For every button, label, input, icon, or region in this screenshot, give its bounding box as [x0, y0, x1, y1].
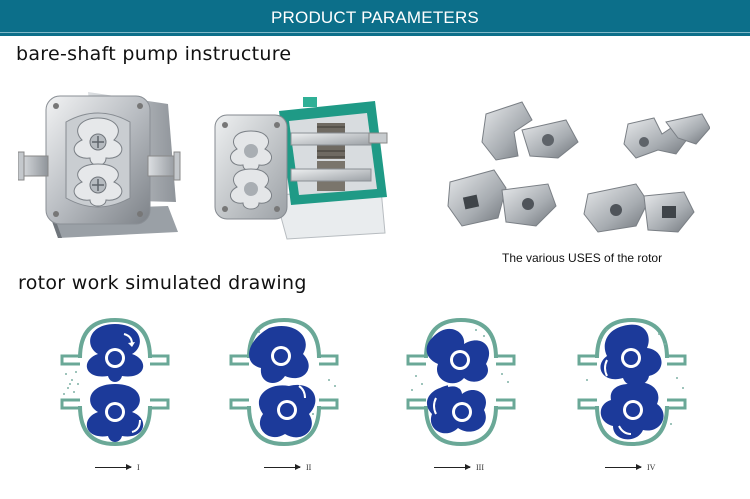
stage-4-label: IV	[647, 463, 656, 472]
pump-photo-assembled	[18, 92, 181, 238]
rotor-stage-2-diagram	[229, 317, 339, 447]
rotor-stage-3-diagram	[406, 317, 516, 447]
page-title: PRODUCT PARAMETERS	[271, 8, 479, 27]
header-banner: PRODUCT PARAMETERS	[0, 0, 750, 36]
banner-divider	[0, 32, 750, 33]
rotor-parts-photo	[447, 101, 710, 233]
stage-1-label: I	[137, 463, 140, 472]
stage-1-arrow: I	[95, 463, 140, 472]
section-title-shaft: bare-shaft pump instructure	[16, 43, 292, 65]
stage-4-arrow: IV	[605, 463, 655, 472]
rotor-uses-caption: The various USES of the rotor	[502, 251, 663, 265]
pump-photo-cutaway	[214, 97, 388, 240]
stage-3-arrow: III	[434, 463, 484, 472]
stage-2-arrow: II	[264, 463, 311, 472]
arrow-right-icon	[434, 464, 471, 470]
stage-3-label: III	[476, 463, 484, 472]
section-title-rotor: rotor work simulated drawing	[18, 272, 307, 294]
arrow-right-icon	[605, 464, 642, 470]
arrow-right-icon	[95, 464, 132, 470]
stage-2-label: II	[306, 463, 312, 472]
rotor-stage-4-diagram	[577, 317, 687, 447]
arrow-right-icon	[264, 464, 301, 470]
rotor-stage-1-diagram	[60, 317, 170, 447]
